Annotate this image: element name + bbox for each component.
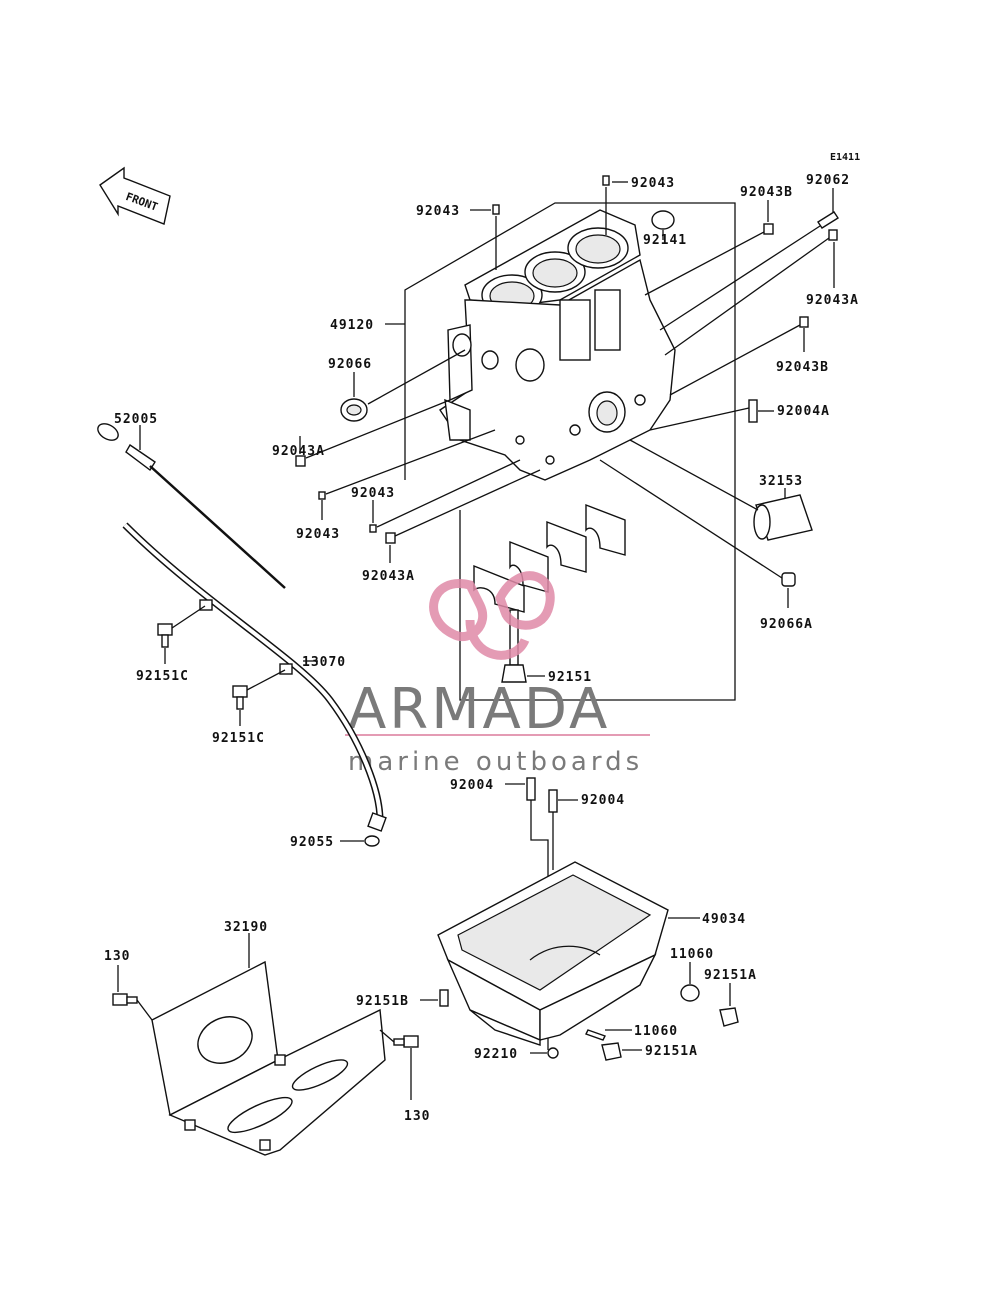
dipstick-guide-13070	[122, 522, 387, 832]
label-92043A-low: 92043A	[362, 569, 415, 584]
label-92004-b: 92004	[581, 793, 625, 808]
stud-92004-a	[526, 777, 536, 801]
fitting-92062	[817, 211, 839, 229]
cylinder-block	[404, 202, 736, 701]
pin-92043-upper-left	[492, 204, 500, 215]
label-92151A-b: 92151A	[645, 1044, 698, 1059]
oring-92055	[364, 835, 380, 847]
bolt-130-a	[112, 993, 138, 1006]
mount-bracket-32190	[151, 960, 386, 1156]
label-92004A: 92004A	[777, 404, 830, 419]
pin-92043-low-left	[369, 524, 377, 533]
bolt-130-b	[393, 1035, 419, 1048]
label-92043A-left: 92043A	[272, 444, 325, 459]
bolt-92151B	[439, 989, 449, 1007]
label-52005: 52005	[114, 412, 158, 427]
label-92043A-right: 92043A	[806, 293, 859, 308]
stud-92004-b	[548, 789, 558, 813]
label-92043B-top: 92043B	[740, 185, 793, 200]
front-arrow-icon: FRONT	[99, 166, 171, 225]
label-92141: 92141	[643, 233, 687, 248]
watermark-subtitle: marine outboards	[348, 747, 643, 777]
label-13070: 13070	[302, 655, 346, 670]
washer-11060-a	[680, 984, 700, 1002]
label-92004-a: 92004	[450, 778, 494, 793]
stud-92004A	[748, 399, 758, 423]
plug-92043B-top	[763, 223, 774, 235]
label-11060-a: 11060	[670, 947, 714, 962]
plug-92043B-right	[799, 316, 809, 328]
plug-92210	[547, 1047, 559, 1059]
plug-92151A-a	[719, 1007, 739, 1027]
label-49034: 49034	[702, 912, 746, 927]
label-130-b: 130	[404, 1109, 430, 1124]
pipe-32153	[753, 494, 813, 541]
plug-92043A-low	[385, 532, 396, 544]
plug-92151A-b	[601, 1042, 622, 1061]
bolt-92151C-a	[157, 623, 173, 648]
label-32153: 32153	[759, 474, 803, 489]
label-92151C-b: 92151C	[212, 731, 265, 746]
seal-92141	[651, 210, 675, 230]
watermark-title: ARMADA	[348, 677, 610, 742]
label-92043-top: 92043	[631, 176, 675, 191]
label-92151B: 92151B	[356, 994, 409, 1009]
pin-92043-mid	[318, 491, 326, 500]
label-92062: 92062	[806, 173, 850, 188]
label-92043B-right: 92043B	[776, 360, 829, 375]
label-92055: 92055	[290, 835, 334, 850]
label-92151A-a: 92151A	[704, 968, 757, 983]
bearing-caps	[473, 503, 626, 683]
label-92151C-a: 92151C	[136, 669, 189, 684]
bolt-92151C-b	[232, 685, 248, 710]
gasket-11060-b	[585, 1029, 606, 1041]
armada-logo	[345, 571, 650, 736]
label-49120: 49120	[330, 318, 374, 333]
bracket-frame	[404, 202, 736, 701]
label-92043-upper-left: 92043	[416, 204, 460, 219]
label-92066: 92066	[328, 357, 372, 372]
label-92151: 92151	[548, 670, 592, 685]
oil-pan-49034	[437, 861, 669, 1046]
label-92043-low-left: 92043	[351, 486, 395, 501]
dipstick-52005	[97, 423, 286, 589]
pin-92043-top	[602, 175, 610, 186]
diagram-code: E1411	[830, 152, 860, 163]
label-32190: 32190	[224, 920, 268, 935]
label-92210: 92210	[474, 1047, 518, 1062]
plug-92043A-right	[828, 229, 838, 241]
label-11060-b: 11060	[634, 1024, 678, 1039]
label-92066A: 92066A	[760, 617, 813, 632]
label-130-a: 130	[104, 949, 130, 964]
plug-92066A	[781, 572, 796, 587]
plug-92043A-left	[295, 455, 306, 467]
label-92043-mid: 92043	[296, 527, 340, 542]
